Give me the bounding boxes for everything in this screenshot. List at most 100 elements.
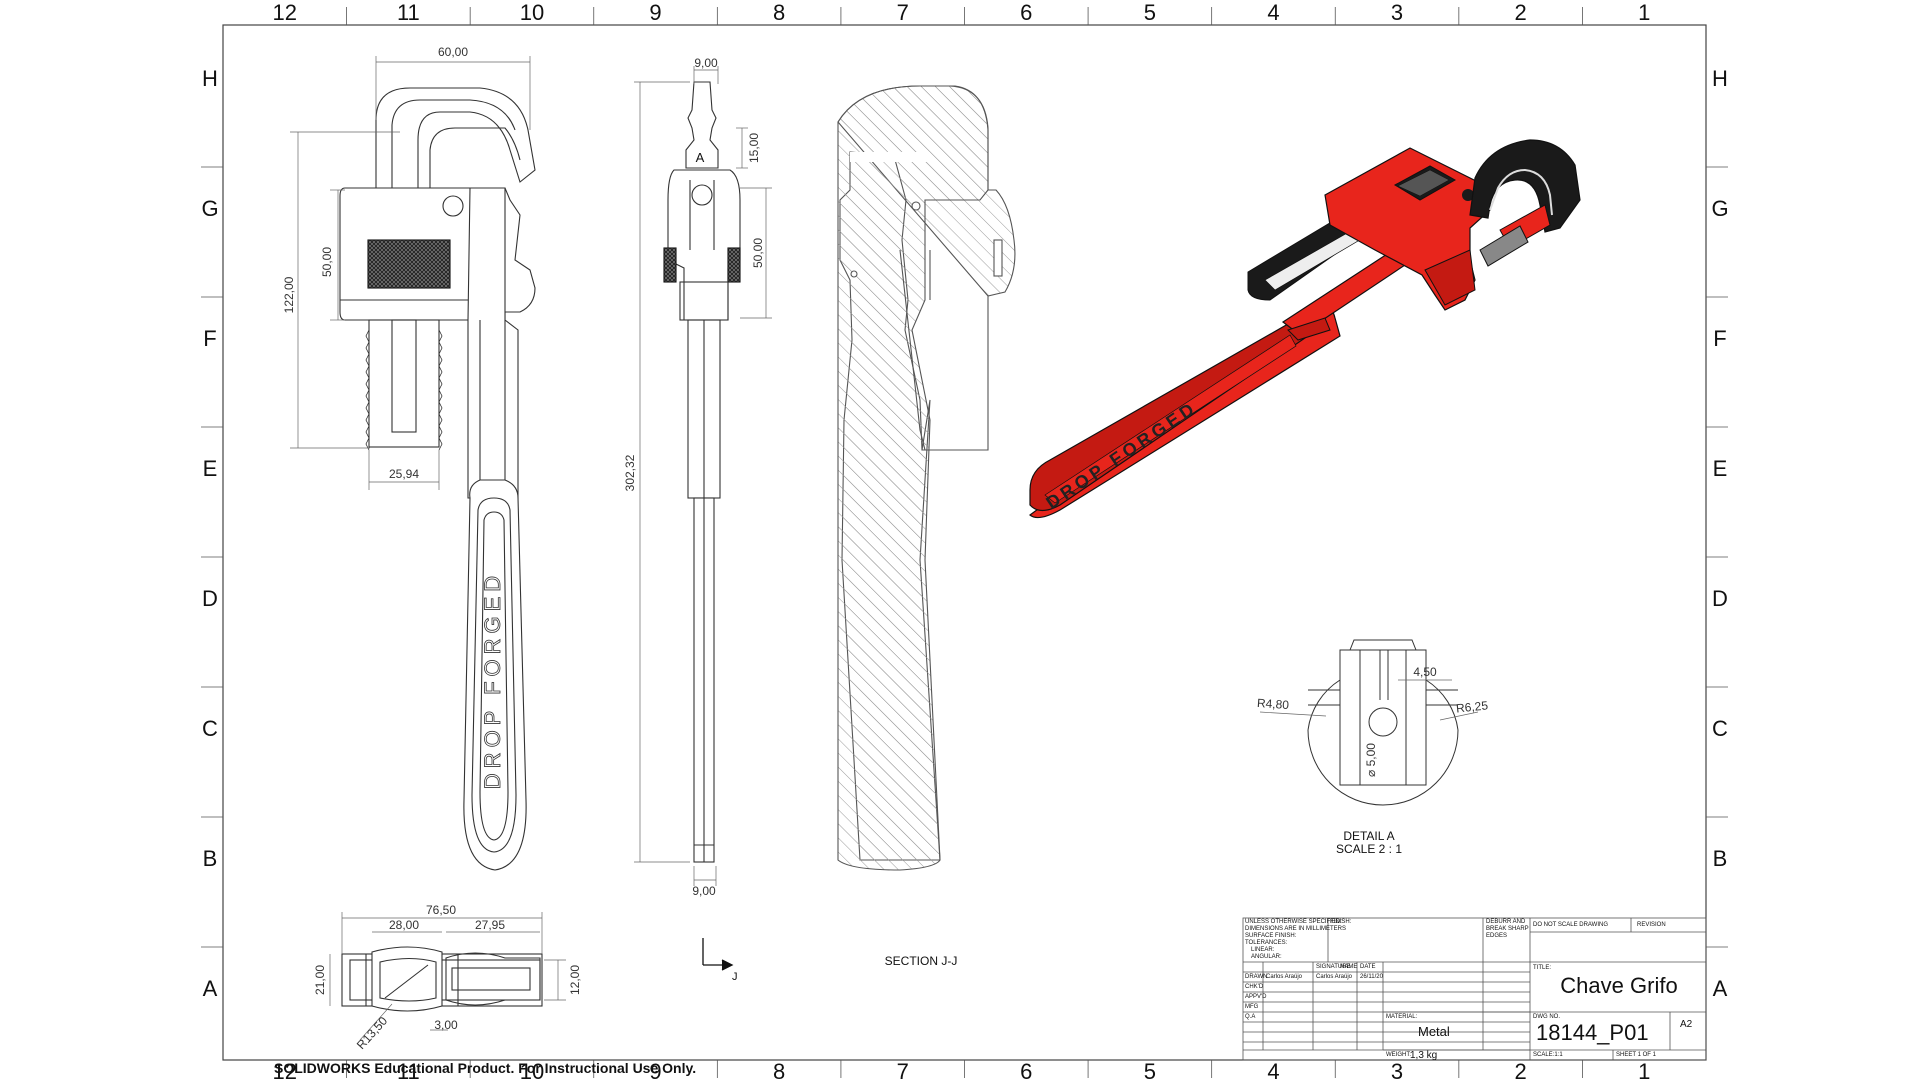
tb-name-header: NAME	[1340, 964, 1358, 970]
section-a-marker: A	[696, 150, 705, 165]
tb-deburr-2: BREAK SHARP	[1486, 926, 1529, 932]
zone-row-right-D: D	[1712, 586, 1728, 611]
top-view-dimensions	[329, 912, 566, 1041]
tb-material-header: MATERIAL:	[1386, 1014, 1418, 1020]
dim-50-side: 50,00	[751, 237, 765, 269]
dim-122: 122,00	[282, 276, 296, 314]
tb-surface: SURFACE FINISH:	[1245, 933, 1297, 939]
dim-phi-5: ⌀ 5,00	[1364, 743, 1378, 777]
sheet-border	[201, 7, 1728, 1078]
tb-chkd: CHK'D	[1245, 984, 1264, 990]
tb-revision: REVISION	[1637, 922, 1666, 928]
dim-4-50: 4,50	[1413, 665, 1437, 679]
zone-row-right-H: H	[1712, 66, 1728, 91]
zone-col-bottom-4: 4	[1267, 1059, 1280, 1084]
tb-date-header: DATE	[1360, 964, 1376, 970]
zone-col-bottom-1: 1	[1638, 1059, 1651, 1084]
zone-col-bottom-2: 2	[1514, 1059, 1527, 1084]
tb-drawn-signature: Carlos Araújo	[1316, 974, 1353, 980]
dim-r4-80: R4,80	[1256, 695, 1290, 713]
tb-signature-header: SIGNATURE	[1316, 964, 1351, 970]
zone-col-bottom-5: 5	[1143, 1059, 1156, 1084]
tb-tolerances: TOLERANCES:	[1245, 940, 1288, 946]
dim-302-32: 302,32	[623, 454, 637, 492]
tb-scale: SCALE:1:1	[1533, 1052, 1563, 1058]
front-view-dimensions	[290, 56, 531, 490]
zone-col-top-7: 7	[896, 0, 909, 25]
tb-dwg-number: 18144_P01	[1536, 1020, 1649, 1045]
dim-9-bottom: 9,00	[692, 884, 716, 898]
dim-50-front: 50,00	[320, 246, 334, 278]
zone-col-top-5: 5	[1143, 0, 1156, 25]
zone-col-top-10: 10	[519, 0, 545, 25]
dim-28: 28,00	[388, 918, 420, 932]
tb-qa: Q.A	[1245, 1014, 1256, 1020]
zone-col-bottom-3: 3	[1390, 1059, 1404, 1084]
zone-row-left-A: A	[202, 976, 218, 1001]
side-view	[663, 81, 741, 863]
dim-15: 15,00	[747, 132, 761, 164]
zone-row-right-C: C	[1712, 716, 1728, 741]
dim-21: 21,00	[313, 964, 327, 996]
tb-sheet: SHEET 1 OF 1	[1616, 1052, 1656, 1058]
zone-row-right-G: G	[1711, 196, 1729, 221]
tb-deburr-3: EDGES	[1486, 933, 1508, 939]
zone-row-right-A: A	[1712, 976, 1728, 1001]
zone-row-left-G: G	[201, 196, 219, 221]
detail-a-dimensions	[1259, 679, 1479, 721]
tb-appvd: APPV'D	[1245, 994, 1267, 1000]
zone-row-right-B: B	[1712, 846, 1728, 871]
zone-col-top-12: 12	[272, 0, 298, 25]
zone-row-left-B: B	[202, 846, 218, 871]
zone-col-top-1: 1	[1638, 0, 1651, 25]
dim-12: 12,00	[568, 964, 582, 996]
tb-dims-mm: DIMENSIONS ARE IN MILLIMETERS	[1245, 926, 1347, 932]
zone-row-left-C: C	[202, 716, 218, 741]
front-handle-engraving: DROP FORGED	[480, 571, 505, 789]
zone-col-bottom-7: 7	[896, 1059, 909, 1084]
solidworks-educational-note: SOLIDWORKS Educational Product. For Inst…	[274, 1060, 697, 1076]
tb-material: Metal	[1418, 1024, 1450, 1039]
dim-60: 60,00	[437, 45, 469, 59]
zone-row-right-E: E	[1712, 456, 1728, 481]
dim-3: 3,00	[434, 1018, 458, 1032]
tb-drawn: DRAWN	[1245, 974, 1268, 980]
tb-drawn-name: Carlos Araújo	[1266, 974, 1303, 980]
front-view	[339, 87, 536, 871]
tb-sheet-size: A2	[1680, 1019, 1693, 1030]
zone-col-top-11: 11	[396, 0, 420, 25]
dim-76-50: 76,50	[425, 903, 457, 917]
tb-drawing-title: Chave Grifo	[1560, 973, 1678, 998]
detail-a-view	[1307, 639, 1459, 806]
zone-col-bottom-11: 11	[396, 1059, 420, 1084]
tb-mfg: MFG	[1245, 1004, 1259, 1010]
zone-row-left-E: E	[202, 456, 218, 481]
zone-col-top-8: 8	[773, 0, 786, 25]
side-view-dimensions	[634, 66, 772, 886]
zone-col-bottom-9: 9	[649, 1059, 662, 1084]
title-block-grid	[1242, 917, 1707, 1061]
tb-dwg-header: DWG NO.	[1533, 1014, 1560, 1020]
tb-linear: LINEAR:	[1251, 947, 1275, 953]
tb-title-header: TITLE:	[1533, 965, 1552, 971]
dim-9-top: 9,00	[694, 56, 718, 70]
section-jj-label: SECTION J-J	[885, 954, 958, 968]
zone-row-ticks	[201, 166, 1728, 948]
detail-a-scale: SCALE 2 : 1	[1336, 842, 1402, 856]
zone-col-top-4: 4	[1267, 0, 1280, 25]
dim-27-95: 27,95	[474, 918, 506, 932]
zone-col-top-3: 3	[1390, 0, 1404, 25]
section-j-label: J	[732, 971, 738, 983]
isometric-view	[1029, 139, 1581, 519]
zone-row-right-F: F	[1713, 326, 1727, 351]
tb-finish: FINISH:	[1330, 919, 1352, 925]
zone-col-top-2: 2	[1514, 0, 1527, 25]
zone-row-left-H: H	[202, 66, 218, 91]
dim-25-94: 25,94	[388, 467, 420, 481]
section-view	[837, 85, 1016, 871]
tb-do-not-scale: DO NOT SCALE DRAWING	[1533, 922, 1609, 928]
zone-column-ticks	[346, 7, 1583, 1078]
zone-row-left-F: F	[203, 326, 217, 351]
zone-col-bottom-8: 8	[773, 1059, 786, 1084]
